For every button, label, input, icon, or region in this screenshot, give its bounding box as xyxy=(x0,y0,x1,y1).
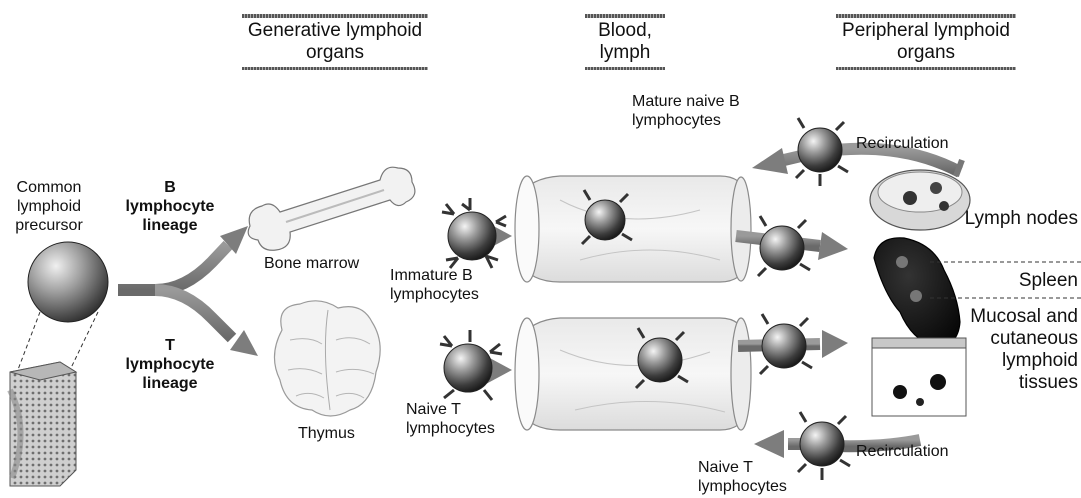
precursor-group xyxy=(10,242,108,486)
top-blood-vessel xyxy=(515,176,751,282)
bottom-blood-vessel xyxy=(515,318,751,430)
label-recirculation-top: Recirculation xyxy=(856,134,948,153)
bone-icon xyxy=(248,167,415,250)
label-bone-marrow: Bone marrow xyxy=(264,254,359,273)
label-naive-t-left: Naive T lymphocytes xyxy=(406,400,536,438)
b-to-periphery-cell xyxy=(758,216,810,276)
common-precursor-cell xyxy=(28,242,108,322)
label-b-lineage: B lymphocyte lineage xyxy=(120,178,220,235)
t-to-periphery-cell xyxy=(760,314,812,374)
label-mucosal: Mucosal and cutaneous lymphoid tissues xyxy=(960,306,1078,394)
header-generative: Generative lymphoid organs xyxy=(242,20,428,64)
label-common-precursor: Common lymphoid precursor xyxy=(6,178,92,235)
thymus-icon xyxy=(274,301,380,416)
label-thymus: Thymus xyxy=(298,424,355,443)
mucosal-tissue-icon xyxy=(872,338,966,416)
label-immature-b: Immature B lymphocytes xyxy=(390,266,530,304)
label-t-lineage: T lymphocyte lineage xyxy=(120,336,220,393)
label-recirculation-bottom: Recirculation xyxy=(856,442,948,461)
label-spleen: Spleen xyxy=(960,270,1078,292)
lymph-node-icon xyxy=(870,160,970,230)
header-blood-lymph: Blood, lymph xyxy=(585,20,665,64)
spleen-icon xyxy=(874,238,960,346)
label-mature-naive-b: Mature naive B lymphocytes xyxy=(632,92,832,130)
label-naive-t-bottom: Naive T lymphocytes xyxy=(698,458,828,496)
label-lymph-nodes: Lymph nodes xyxy=(960,208,1078,230)
header-peripheral: Peripheral lymphoid organs xyxy=(836,20,1016,64)
